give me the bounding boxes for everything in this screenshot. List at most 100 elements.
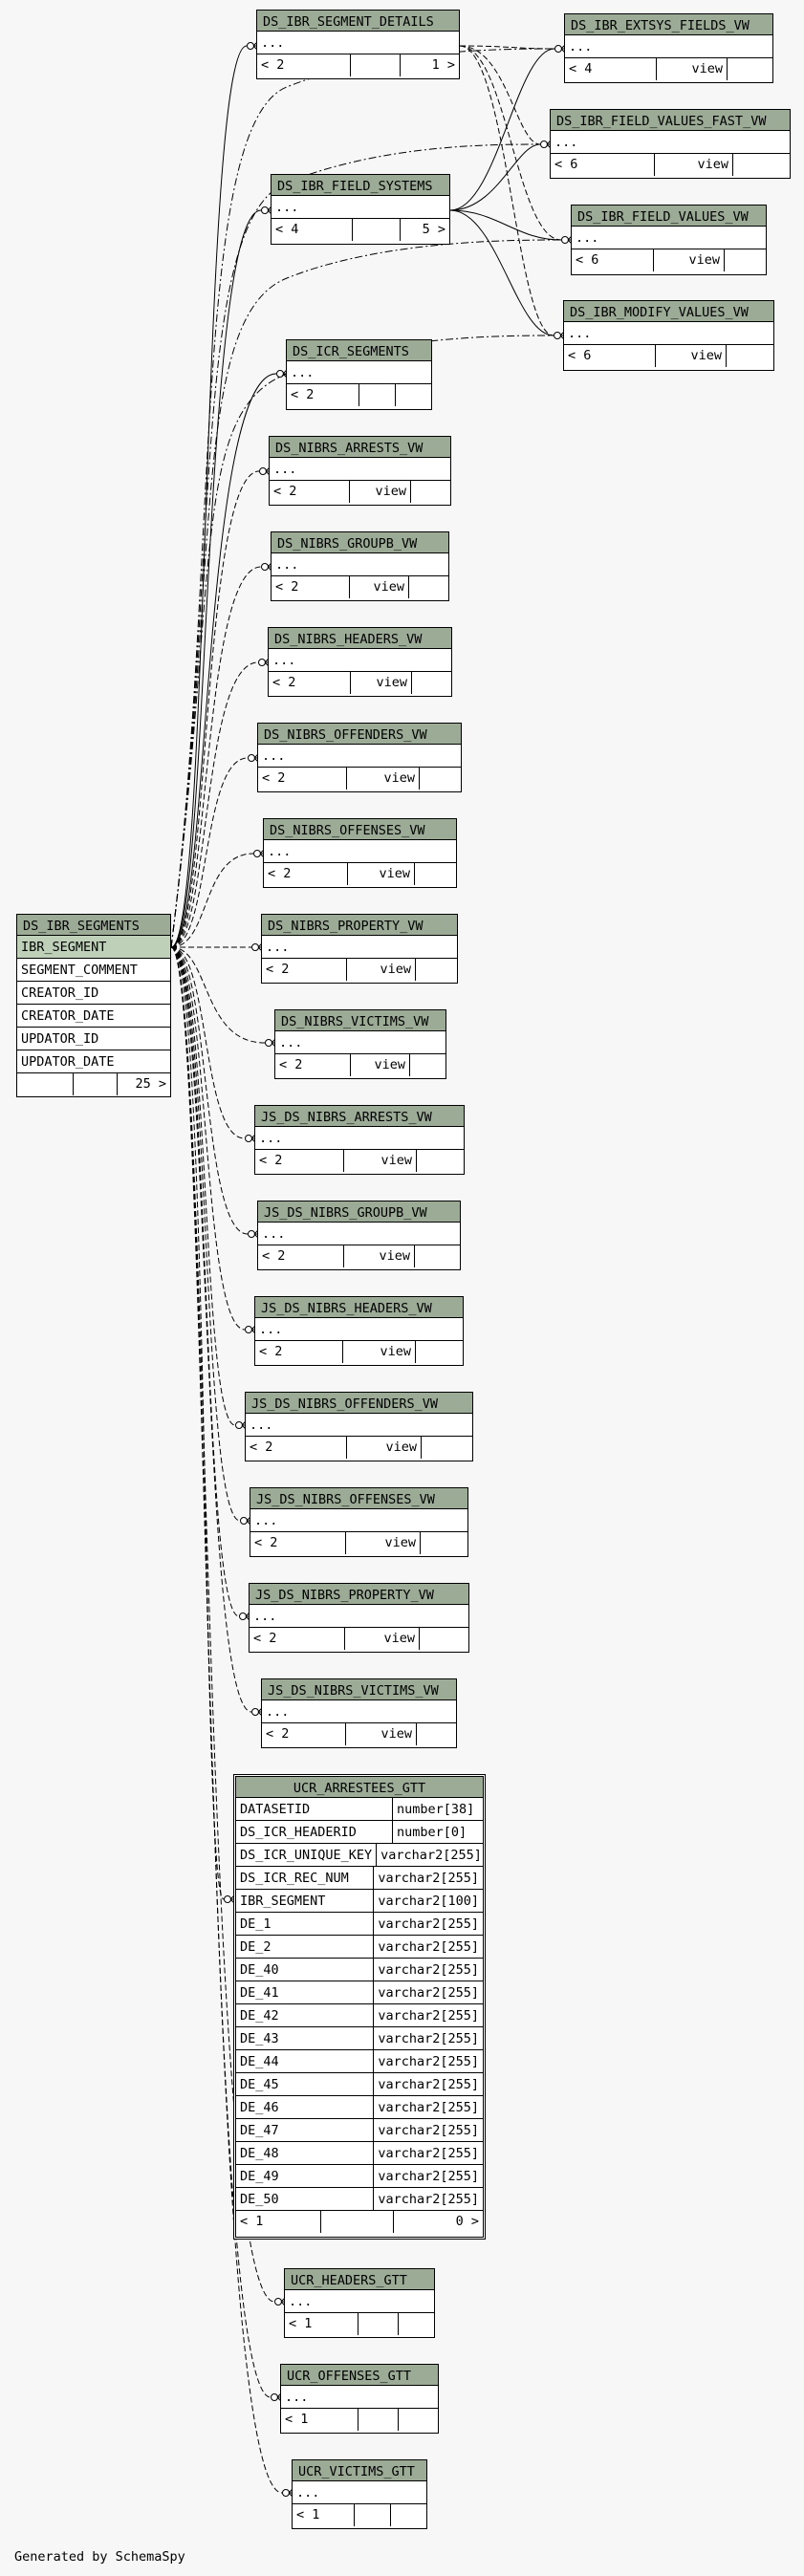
table-title[interactable]: UCR_OFFENSES_GTT [281, 2365, 438, 2386]
link-js-arrests [170, 946, 246, 1139]
table-title[interactable]: DS_IBR_FIELD_SYSTEMS [272, 175, 449, 196]
column-updator-date[interactable]: UPDATOR_DATE [17, 1050, 170, 1073]
table-row: ... [257, 32, 459, 54]
table-title[interactable]: DS_NIBRS_ARRESTS_VW [270, 437, 450, 458]
link-modify-values-from-details [459, 45, 554, 336]
table-title[interactable]: UCR_HEADERS_GTT [285, 2269, 434, 2290]
table-title[interactable]: UCR_VICTIMS_GTT [293, 2460, 426, 2481]
table-title[interactable]: DS_IBR_SEGMENT_DETAILS [257, 11, 459, 32]
table-title[interactable]: DS_NIBRS_VICTIMS_VW [275, 1010, 445, 1031]
table-title[interactable]: DS_NIBRS_HEADERS_VW [269, 628, 451, 649]
table-ucr-offenses-gtt[interactable]: UCR_OFFENSES_GTT ... < 1 [280, 2364, 439, 2434]
table-row: ... [269, 649, 451, 672]
table-row: ... [264, 840, 456, 863]
table-row: ... [272, 553, 448, 576]
table-ucr-victims-gtt[interactable]: UCR_VICTIMS_GTT ... < 1 [292, 2459, 427, 2529]
table-title[interactable]: JS_DS_NIBRS_OFFENSES_VW [250, 1488, 467, 1509]
link-segment-details [170, 45, 248, 948]
link-modify-values-from-systems [449, 209, 554, 336]
table-title[interactable]: DS_IBR_MODIFY_VALUES_VW [564, 301, 773, 322]
table-title[interactable]: DS_IBR_FIELD_VALUES_FAST_VW [551, 110, 790, 131]
table-title[interactable]: DS_ICR_SEGMENTS [287, 340, 431, 361]
table-title[interactable]: DS_IBR_FIELD_VALUES_VW [572, 206, 766, 227]
table-ds-icr-segments[interactable]: DS_ICR_SEGMENTS ... < 2 [286, 339, 432, 410]
table-title[interactable]: DS_IBR_SEGMENTS [17, 915, 170, 936]
relationship-endpoint-marker [248, 1230, 255, 1238]
table-title[interactable]: DS_NIBRS_PROPERTY_VW [262, 915, 457, 936]
table-ds-ibr-segments[interactable]: DS_IBR_SEGMENTS IBR_SEGMENT SEGMENT_COMM… [16, 914, 171, 1097]
table-title[interactable]: DS_NIBRS_OFFENDERS_VW [258, 724, 461, 745]
relationship-endpoint-marker [561, 236, 569, 244]
table-row: ... [564, 322, 773, 345]
table-title[interactable]: JS_DS_NIBRS_OFFENDERS_VW [246, 1393, 472, 1414]
table-row: ... [262, 1700, 456, 1723]
link-field-values-from-details [459, 45, 562, 241]
table-ucr-headers-gtt[interactable]: UCR_HEADERS_GTT ... < 1 [284, 2268, 435, 2338]
link-extsys-fields-from-details [459, 45, 555, 50]
column-updator-id[interactable]: UPDATOR_ID [17, 1028, 170, 1050]
column-creator-date[interactable]: CREATOR_DATE [17, 1005, 170, 1028]
table-title[interactable]: DS_NIBRS_OFFENSES_VW [264, 819, 456, 840]
column-creator-id[interactable]: CREATOR_ID [17, 982, 170, 1005]
table-title[interactable]: JS_DS_NIBRS_VICTIMS_VW [262, 1679, 456, 1700]
table-title[interactable]: UCR_ARRESTEES_GTT [236, 1777, 483, 1798]
relationship-endpoint-marker [258, 659, 266, 666]
table-title[interactable]: JS_DS_NIBRS_ARRESTS_VW [255, 1106, 464, 1127]
table-row: ... [281, 2386, 438, 2409]
column-segment-comment[interactable]: SEGMENT_COMMENT [17, 959, 170, 982]
table-title[interactable]: DS_IBR_EXTSYS_FIELDS_VW [565, 14, 772, 35]
relationship-endpoint-marker [253, 850, 261, 857]
generated-by-footer: Generated by SchemaSpy [14, 2549, 185, 2565]
table-title[interactable]: JS_DS_NIBRS_PROPERTY_VW [250, 1584, 468, 1605]
table-title[interactable]: JS_DS_NIBRS_GROUPB_VW [258, 1201, 460, 1223]
column-ibr-segment[interactable]: IBR_SEGMENT [17, 936, 170, 959]
table-title[interactable]: DS_NIBRS_GROUPB_VW [272, 532, 448, 553]
relationship-endpoint-marker [554, 332, 561, 339]
table-title[interactable]: JS_DS_NIBRS_HEADERS_VW [255, 1297, 463, 1318]
table-row: ... [275, 1031, 445, 1054]
